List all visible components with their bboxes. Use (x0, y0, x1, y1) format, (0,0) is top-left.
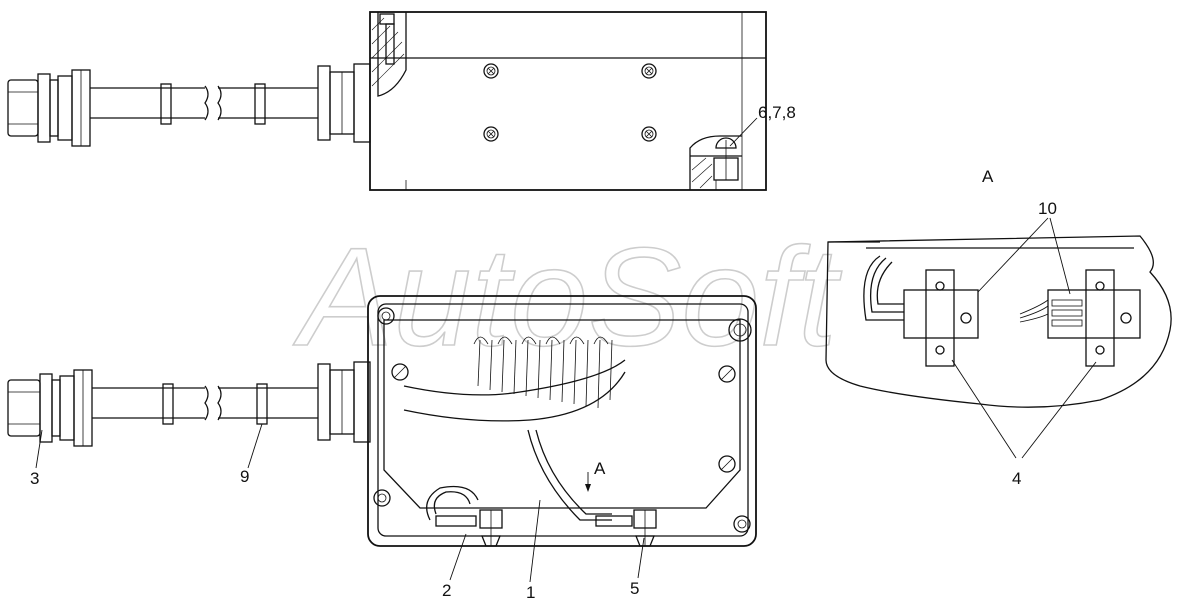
front-view (7, 295, 757, 583)
callout-4: 4 (1012, 469, 1021, 488)
top-screw (483, 63, 499, 79)
top-housing (369, 11, 767, 191)
callout-1: 1 (526, 583, 535, 602)
slotted-screw (718, 365, 736, 383)
top-screw (641, 126, 657, 142)
callout-5: 5 (630, 579, 639, 598)
top-cable (90, 83, 318, 125)
wire-harness (403, 336, 626, 521)
view-label-a: A (982, 167, 994, 186)
slotted-screw (718, 455, 736, 473)
bottom-bracket-right (595, 509, 657, 547)
callout-2: 2 (442, 581, 451, 600)
front-cable (92, 383, 318, 425)
clamp-right (1047, 269, 1141, 367)
front-connector (7, 369, 93, 447)
callout-3: 3 (30, 469, 39, 488)
callout-10: 10 (1038, 199, 1057, 218)
detail-view-a (825, 217, 1172, 459)
callout-6-7-8: 6,7,8 (758, 103, 796, 122)
section-arrow-label: A (594, 459, 606, 478)
clamp-left (903, 269, 979, 367)
callout-9: 9 (240, 467, 249, 486)
bottom-bracket-left (435, 509, 503, 547)
top-view (7, 11, 767, 191)
top-screw (483, 126, 499, 142)
front-gland (317, 361, 371, 443)
front-housing (367, 295, 757, 547)
top-screw (641, 63, 657, 79)
slotted-screw (391, 363, 409, 381)
top-gland (317, 63, 371, 143)
top-connector (7, 69, 91, 147)
